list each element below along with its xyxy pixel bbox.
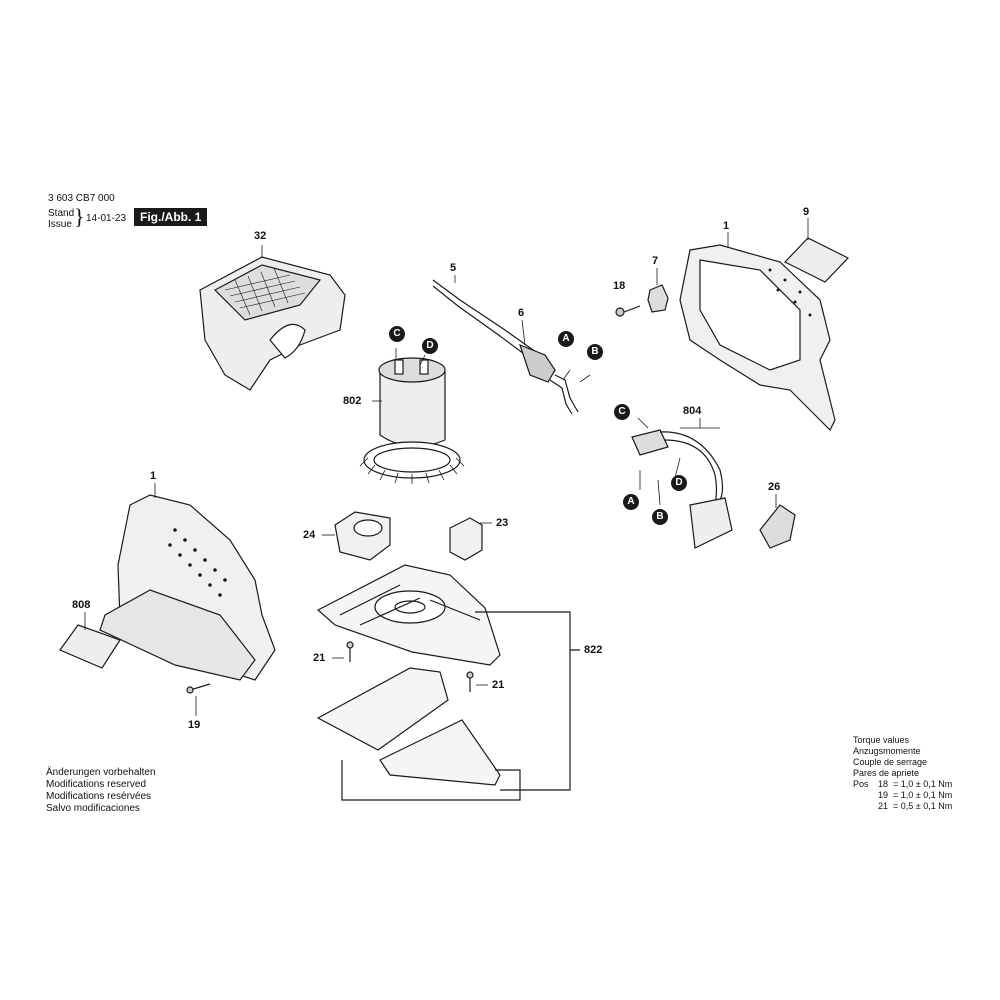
issue-label: Issue bbox=[48, 219, 72, 230]
part-5-6-cable bbox=[432, 279, 579, 415]
callout-6: 6 bbox=[518, 307, 525, 319]
note-line-2: Modifications reserved bbox=[46, 779, 147, 790]
bracket-822 bbox=[341, 611, 580, 801]
note-line-1: Änderungen vorbehalten bbox=[46, 767, 156, 778]
part-21-screw-left bbox=[346, 641, 354, 662]
part-18-screw bbox=[615, 305, 641, 317]
callout-23: 23 bbox=[496, 517, 509, 529]
part-1-housing-left bbox=[99, 494, 276, 681]
callout-21-left: 21 bbox=[313, 652, 326, 664]
torque-row-pos: 19 bbox=[878, 790, 889, 800]
part-7-clip bbox=[647, 284, 669, 313]
part-26-knob bbox=[759, 504, 796, 549]
note-line-3: Modifications resérvées bbox=[46, 791, 152, 802]
brace-glyph: } bbox=[74, 204, 85, 229]
leader-lines bbox=[84, 218, 809, 716]
callout-19: 19 bbox=[188, 719, 201, 731]
callout-1-left: 1 bbox=[150, 470, 157, 482]
part-808-plate bbox=[59, 624, 121, 669]
callout-21-right: 21 bbox=[492, 679, 505, 691]
connector-d-switch: D bbox=[671, 475, 687, 491]
callout-804: 804 bbox=[683, 405, 702, 417]
part-802-motor bbox=[359, 357, 465, 484]
torque-row-pos: 18 bbox=[878, 779, 889, 789]
torque-row-value: = 0,5 ± 0,1 Nm bbox=[893, 801, 953, 811]
connector-b-switch: B bbox=[652, 509, 668, 525]
callout-9: 9 bbox=[803, 206, 810, 218]
connector-a-cable: A bbox=[558, 331, 574, 347]
part-32-cover bbox=[199, 256, 346, 391]
figure-label: Fig./Abb. 1 bbox=[134, 208, 208, 226]
torque-title-es: Pares de apriete bbox=[853, 768, 920, 778]
part-1-housing-right bbox=[679, 244, 836, 432]
connector-b-cable: B bbox=[587, 344, 603, 360]
part-sanding-sheets bbox=[316, 667, 501, 786]
part-804-switch bbox=[631, 429, 733, 549]
part-base-plate bbox=[316, 564, 501, 666]
callout-26: 26 bbox=[768, 481, 781, 493]
callout-802: 802 bbox=[343, 395, 362, 407]
torque-title-en: Torque values bbox=[853, 735, 910, 745]
part-19-screw bbox=[186, 683, 211, 694]
connector-a-switch: A bbox=[623, 494, 639, 510]
part-24-bracket bbox=[334, 511, 391, 561]
connector-c-switch: C bbox=[614, 404, 630, 420]
torque-row-value: = 1,0 ± 0,1 Nm bbox=[893, 790, 953, 800]
callout-1-top: 1 bbox=[723, 220, 730, 232]
callout-7: 7 bbox=[652, 255, 659, 267]
torque-pos-label: Pos bbox=[853, 779, 869, 789]
part-23-bracket bbox=[449, 517, 483, 561]
issue-date: 14-01-23 bbox=[86, 213, 127, 224]
stand-label: Stand bbox=[48, 208, 75, 219]
torque-row-value: = 1,0 ± 0,1 Nm bbox=[893, 779, 953, 789]
callout-5: 5 bbox=[450, 262, 457, 274]
part-9-plate bbox=[784, 237, 849, 283]
torque-title-de: Anzugsmomente bbox=[853, 746, 921, 756]
part-21-screw-right bbox=[466, 671, 474, 692]
connector-c-motor: C bbox=[389, 326, 405, 342]
torque-title-fr: Couple de serrage bbox=[853, 757, 928, 767]
callout-32: 32 bbox=[254, 230, 267, 242]
callout-808: 808 bbox=[72, 599, 91, 611]
callout-18: 18 bbox=[613, 280, 626, 292]
torque-row-pos: 21 bbox=[878, 801, 889, 811]
callout-24: 24 bbox=[303, 529, 316, 541]
connector-d-motor: D bbox=[422, 338, 438, 354]
part-number: 3 603 CB7 000 bbox=[48, 193, 115, 204]
callout-822: 822 bbox=[584, 644, 603, 656]
note-line-4: Salvo modificaciones bbox=[46, 803, 140, 814]
